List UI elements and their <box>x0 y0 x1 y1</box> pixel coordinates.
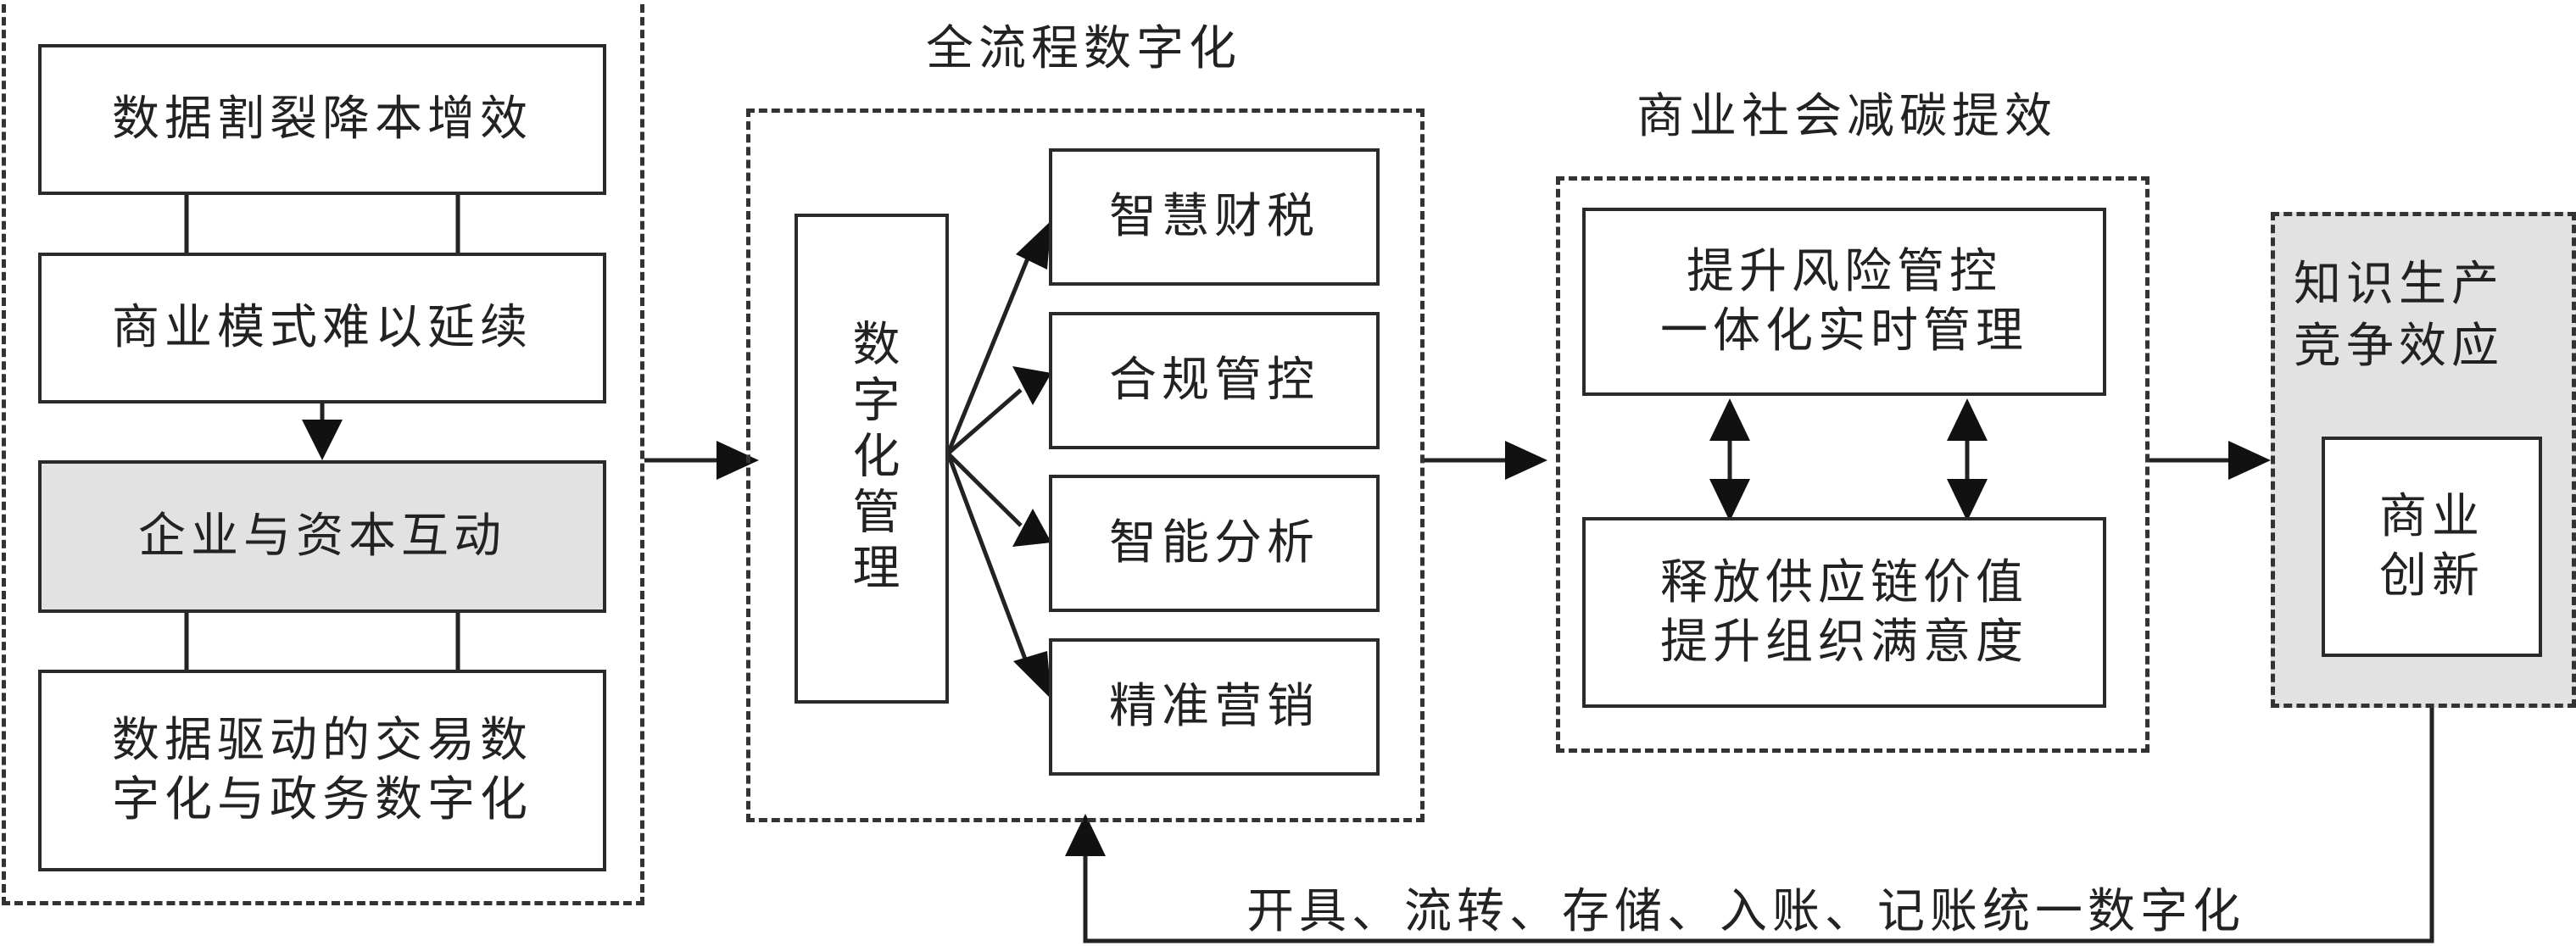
arrow-right-to-far-head <box>2228 441 2271 480</box>
box-smart-analysis: 智能分析 <box>1049 475 1380 612</box>
box-data-driven-line1: 数据驱动的交易数 <box>112 713 532 768</box>
box-business-innovation-line2: 创新 <box>2379 548 2484 604</box>
box-supply-chain: 释放供应链价值 提升组织满意度 <box>1582 517 2106 708</box>
box-business-innovation: 商业 创新 <box>2322 437 2542 657</box>
box-data-fragmentation: 数据割裂降本增效 <box>38 44 606 195</box>
arrow-middle-to-right-head <box>1505 441 1547 480</box>
box-risk-control: 提升风险管控 一体化实时管理 <box>1582 208 2106 396</box>
middle-group-frame <box>746 109 1425 822</box>
box-enterprise-capital: 企业与资本互动 <box>38 460 606 613</box>
box-business-model-text: 商业模式难以延续 <box>112 300 532 355</box>
middle-group-title: 全流程数字化 <box>926 21 1241 76</box>
box-smart-tax-text: 智慧财税 <box>1109 189 1319 244</box>
feedback-label: 开具、流转、存储、入账、记账统一数字化 <box>1246 884 2245 939</box>
right-group-frame <box>1556 176 2149 753</box>
box-compliance-text: 合规管控 <box>1109 353 1319 408</box>
far-right-heading: 知识生产 竞争效应 <box>2294 254 2504 378</box>
right-group-title: 商业社会减碳提效 <box>1636 89 2057 144</box>
box-digital-management-text: 数字化管理 <box>845 319 900 598</box>
box-precision-marketing: 精准营销 <box>1049 638 1380 776</box>
far-right-heading-line1: 知识生产 <box>2294 257 2504 312</box>
box-supply-chain-line2: 提升组织满意度 <box>1660 614 2028 670</box>
left-group-frame <box>2 0 644 905</box>
box-compliance: 合规管控 <box>1049 312 1380 449</box>
box-supply-chain-line1: 释放供应链价值 <box>1660 554 2028 610</box>
box-data-fragmentation-text: 数据割裂降本增效 <box>112 92 532 147</box>
box-risk-control-line1: 提升风险管控 <box>1687 244 2002 299</box>
box-risk-control-line2: 一体化实时管理 <box>1660 303 2028 359</box>
box-precision-marketing-text: 精准营销 <box>1109 679 1319 734</box>
box-data-driven: 数据驱动的交易数 字化与政务数字化 <box>38 670 606 871</box>
box-business-model: 商业模式难以延续 <box>38 253 606 403</box>
box-enterprise-capital-text: 企业与资本互动 <box>138 509 506 564</box>
far-right-heading-line2: 竞争效应 <box>2294 318 2504 374</box>
box-data-driven-line2: 字化与政务数字化 <box>112 772 532 827</box>
box-business-innovation-line1: 商业 <box>2379 489 2484 544</box>
box-digital-management: 数字化管理 <box>795 214 949 704</box>
box-smart-tax: 智慧财税 <box>1049 148 1380 286</box>
box-smart-analysis-text: 智能分析 <box>1109 515 1319 570</box>
